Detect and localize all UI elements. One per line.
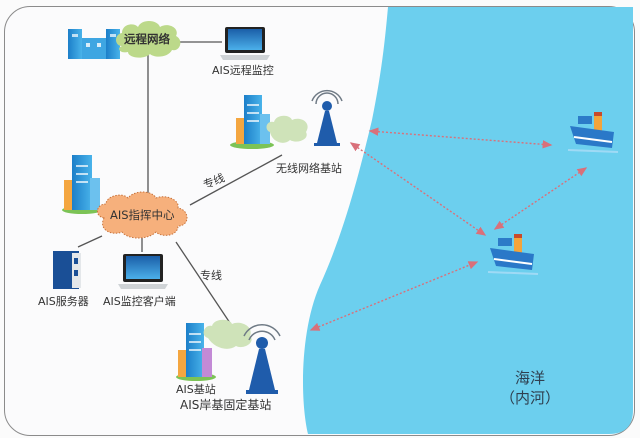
sea-label: 海洋 （内河）	[500, 368, 560, 409]
shore-fixed-station-label: AIS岸基固定基站	[180, 398, 272, 412]
radio-links	[309, 127, 588, 331]
ais-base-station-label: AIS基站	[176, 383, 216, 396]
monitor-client-laptop-icon	[118, 254, 168, 289]
remote-monitor-laptop-icon	[220, 27, 270, 60]
wireless-building-icon	[230, 95, 274, 149]
sea-area	[303, 7, 633, 434]
sea-label-line1: 海洋	[514, 369, 545, 387]
shore-tower-icon	[243, 324, 281, 394]
ship-icon-upper	[567, 112, 619, 153]
remote-network-label: 远程网络	[124, 32, 170, 46]
network-links	[77, 41, 283, 324]
ship-icon-lower	[487, 234, 539, 275]
ais-server-label: AIS服务器	[38, 295, 89, 308]
wireless-cloud	[266, 115, 308, 143]
command-center-cloud	[97, 191, 188, 239]
wireless-base-station-label: 无线网络基站	[276, 162, 342, 175]
wireless-tower-icon	[311, 89, 343, 146]
sea-label-line2: （内河）	[500, 389, 561, 408]
ais-base-building-icon	[176, 323, 216, 381]
ais-server-icon	[53, 251, 81, 289]
monitor-client-label: AIS监控客户端	[103, 295, 176, 308]
remote-network-cloud	[116, 20, 181, 58]
command-building-icon	[62, 155, 102, 214]
command-center-label: AIS指挥中心	[110, 208, 175, 222]
ais-base-cloud	[203, 319, 252, 349]
remote-monitor-label: AIS远程监控	[212, 64, 274, 77]
remote-building-icon	[68, 29, 120, 59]
dedicated-line-label-2: 专线	[200, 269, 222, 282]
